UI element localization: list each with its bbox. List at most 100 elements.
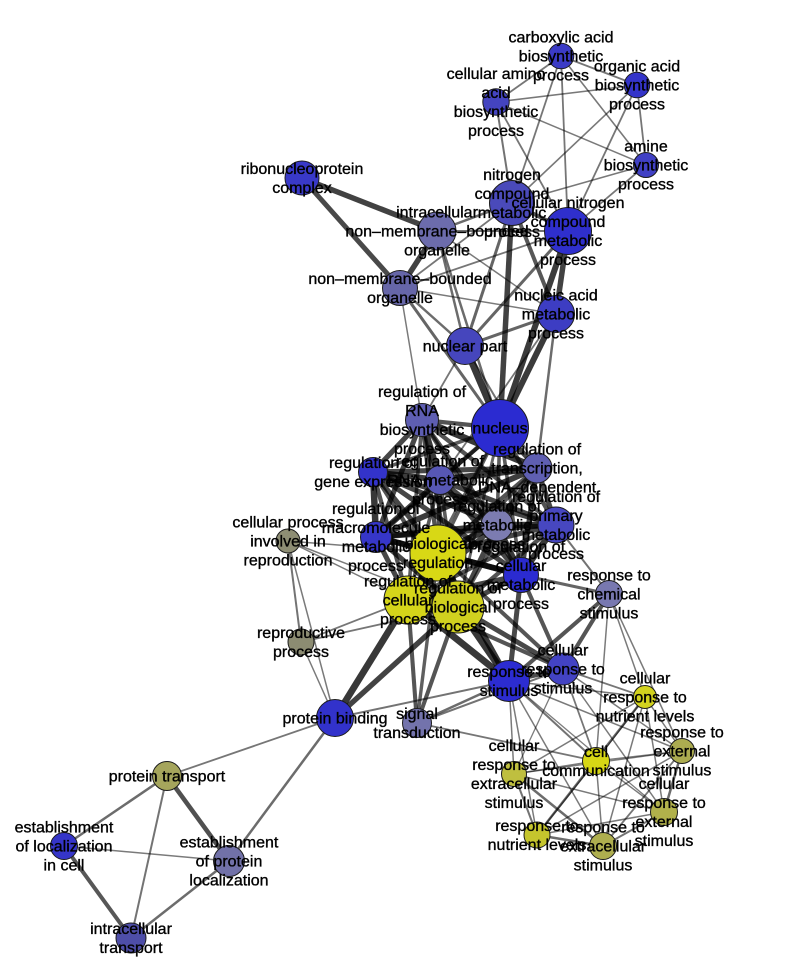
edge-cellular-response-to-stimulus--signal-transduction [416,668,564,724]
node-nuclear-part[interactable] [446,327,484,365]
edge-nitrogen-compound-metabolic-process--nuclear-part [463,202,514,347]
edge-cell-communication--response-to-extracellular-stimulus [595,760,604,847]
node-ribonucleoprotein-complex[interactable] [284,160,320,196]
node-cellular-amino-acid-biosynthetic-process[interactable] [482,88,510,116]
edge-establishment-of-protein-localization--intracellular-transport [130,860,230,939]
node-nitrogen-compound-metabolic-process[interactable] [489,180,535,226]
edge-establishment-of-localization-in-cell--establishment-of-protein-localization [63,845,230,862]
edge-carboxylic-acid-biosynthetic-process--organic-acid-biosynthetic-process [560,55,638,86]
node-regulation-of-cellular-metabolic-process[interactable] [503,557,539,593]
node-regulation-of-biological-process[interactable] [431,580,485,634]
node-reproductive-process[interactable] [287,628,315,656]
node-intracellular-non-membrane-bounded-organelle[interactable] [417,211,457,251]
edge-response-to-chemical-stimulus--response-to-stimulus [507,592,611,683]
node-signal-transduction[interactable] [402,708,432,738]
edge-amine-biosynthetic-process--nitrogen-compound-metabolic-process [511,164,647,204]
node-protein-transport[interactable] [152,761,182,791]
edge-regulation-of-transcription-dna-dependent--regulation-of-macromolecule-metabolic-process [374,465,539,540]
node-non-membrane-bounded-organelle[interactable] [382,270,418,306]
edge-cellular-response-to-external-stimulus--response-to-nutrient-levels [536,811,665,836]
edge-establishment-of-localization-in-cell--intracellular-transport [62,844,133,940]
node-regulation-of-metabolic-process[interactable] [480,508,514,542]
edge-cell-communication--cellular-response-to-external-stimulus [595,760,665,813]
edge-regulation-of-transcription-dna-dependent--regulation-of-cellular-metabolic-process [518,467,540,576]
node-nucleus[interactable] [471,399,529,457]
edge-intracellular-non-membrane-bounded-organelle--nuclear-part [435,230,467,347]
edge-protein-binding--protein-transport [166,717,336,777]
node-response-to-nutrient-levels[interactable] [523,821,551,849]
node-response-to-stimulus[interactable] [488,660,530,702]
edge-response-to-external-stimulus--response-to-extracellular-stimulus [602,750,683,847]
node-biological-regulation[interactable] [409,524,467,582]
node-response-to-chemical-stimulus[interactable] [595,580,623,608]
node-establishment-of-localization-in-cell[interactable] [50,832,78,860]
node-cellular-process-involved-in-reproduction[interactable] [275,528,301,554]
edge-protein-transport--intracellular-transport [130,775,168,939]
edge-regulation-of-rna-biosynthetic-process--regulation-of-cellular-process [406,419,424,601]
edge-cellular-process-involved-in-reproduction--protein-binding [287,540,336,719]
edge-cellular-response-to-nutrient-levels--cellular-response-to-extracellular-stimulus [513,696,646,775]
edge-cellular-response-to-stimulus--cellular-response-to-extracellular-stimulus [513,668,564,775]
edge-protein-transport--establishment-of-localization-in-cell [63,774,168,848]
edge-response-to-external-stimulus--response-to-nutrient-levels [536,750,683,836]
edge-response-to-chemical-stimulus--response-to-external-stimulus [608,593,683,752]
edge-non-membrane-bounded-organelle--regulation-of-rna-biosynthetic-process [399,287,423,421]
node-amine-biosynthetic-process[interactable] [633,152,659,178]
edge-protein-binding--establishment-of-protein-localization [227,717,337,862]
edge-cellular-nitrogen-compound-metabolic-process--nuclear-part [463,229,570,348]
edge-non-membrane-bounded-organelle--nucleic-acid-metabolic-process [399,287,557,315]
node-regulation-of-rna-metabolic-process[interactable] [425,465,455,495]
node-cellular-response-to-stimulus[interactable] [546,652,580,686]
node-regulation-of-rna-biosynthetic-process[interactable] [405,403,439,437]
edge-protein-binding--response-to-stimulus [334,680,510,719]
edge-cellular-response-to-extracellular-stimulus--response-to-extracellular-stimulus [513,773,604,847]
node-cellular-response-to-extracellular-stimulus[interactable] [501,761,527,787]
edge-response-to-stimulus--cellular-response-to-external-stimulus [508,680,665,813]
node-response-to-extracellular-stimulus[interactable] [589,832,617,860]
edge-cell-communication--response-to-nutrient-levels [536,760,597,836]
node-cell-communication[interactable] [582,747,610,775]
edge-cell-communication--signal-transduction [416,722,597,762]
node-cellular-nitrogen-compound-metabolic-process[interactable] [544,207,592,255]
edge-response-to-stimulus--response-to-extracellular-stimulus [508,680,604,847]
edge-response-to-chemical-stimulus--cell-communication [595,593,610,762]
edge-cellular-amino-acid-biosynthetic-process--cellular-nitrogen-compound-metabolic-process [495,101,569,232]
node-organic-acid-biosynthetic-process[interactable] [623,71,651,99]
node-regulation-of-cellular-process[interactable] [383,575,433,625]
edge-nucleic-acid-metabolic-process--regulation-of-transcription-dna-dependent [535,313,558,469]
node-nucleic-acid-metabolic-process[interactable] [537,295,575,333]
node-protein-binding[interactable] [316,699,354,737]
edge-cellular-process-involved-in-reproduction--reproductive-process [287,540,302,643]
edge-organic-acid-biosynthetic-process--nitrogen-compound-metabolic-process [511,84,638,204]
edge-cellular-response-to-stimulus--cellular-response-to-external-stimulus [562,668,665,813]
edge-organic-acid-biosynthetic-process--amine-biosynthetic-process [636,84,647,166]
node-regulation-of-primary-metabolic-process[interactable] [537,506,575,544]
node-response-to-external-stimulus[interactable] [669,738,695,764]
node-regulation-of-macromolecule-metabolic-process[interactable] [360,521,392,553]
edge-response-to-chemical-stimulus--cellular-response-to-nutrient-levels [608,593,646,698]
node-regulation-of-transcription-dna-dependent[interactable] [521,452,553,484]
edge-carboxylic-acid-biosynthetic-process--amine-biosynthetic-process [560,55,647,166]
edge-regulation-of-primary-metabolic-process--regulation-of-macromolecule-metabolic-process [375,522,557,540]
edge-organic-acid-biosynthetic-process--cellular-amino-acid-biosynthetic-process [495,84,638,103]
node-regulation-of-gene-expression[interactable] [358,457,388,487]
node-cellular-response-to-nutrient-levels[interactable] [633,685,657,709]
edge-protein-transport--establishment-of-protein-localization [165,774,231,863]
edge-carboxylic-acid-biosynthetic-process--cellular-nitrogen-compound-metabolic-process [560,55,569,232]
node-cellular-response-to-external-stimulus[interactable] [650,798,678,826]
edge-regulation-of-rna-metabolic-process--regulation-of-transcription-dna-dependent [439,464,538,484]
edge-cellular-nitrogen-compound-metabolic-process--nucleus [497,230,571,429]
nodes-layer [50,42,695,954]
edge-response-to-stimulus--response-to-nutrient-levels [508,680,538,836]
edge-organic-acid-biosynthetic-process--cellular-nitrogen-compound-metabolic-process [567,84,638,232]
node-intracellular-transport[interactable] [115,922,147,954]
edge-non-membrane-bounded-organelle--nitrogen-compound-metabolic-process [399,202,513,289]
edge-cellular-response-to-extracellular-stimulus--cellular-response-to-external-stimulus [513,773,665,813]
edge-nucleic-acid-metabolic-process--regulation-of-rna-metabolic-process [439,313,557,481]
node-carboxylic-acid-biosynthetic-process[interactable] [547,42,575,70]
node-establishment-of-protein-localization[interactable] [213,845,245,877]
edge-cellular-amino-acid-biosynthetic-process--amine-biosynthetic-process [495,101,647,166]
edges-layer [62,55,684,940]
edge-non-membrane-bounded-organelle--cellular-nitrogen-compound-metabolic-process [399,230,569,289]
